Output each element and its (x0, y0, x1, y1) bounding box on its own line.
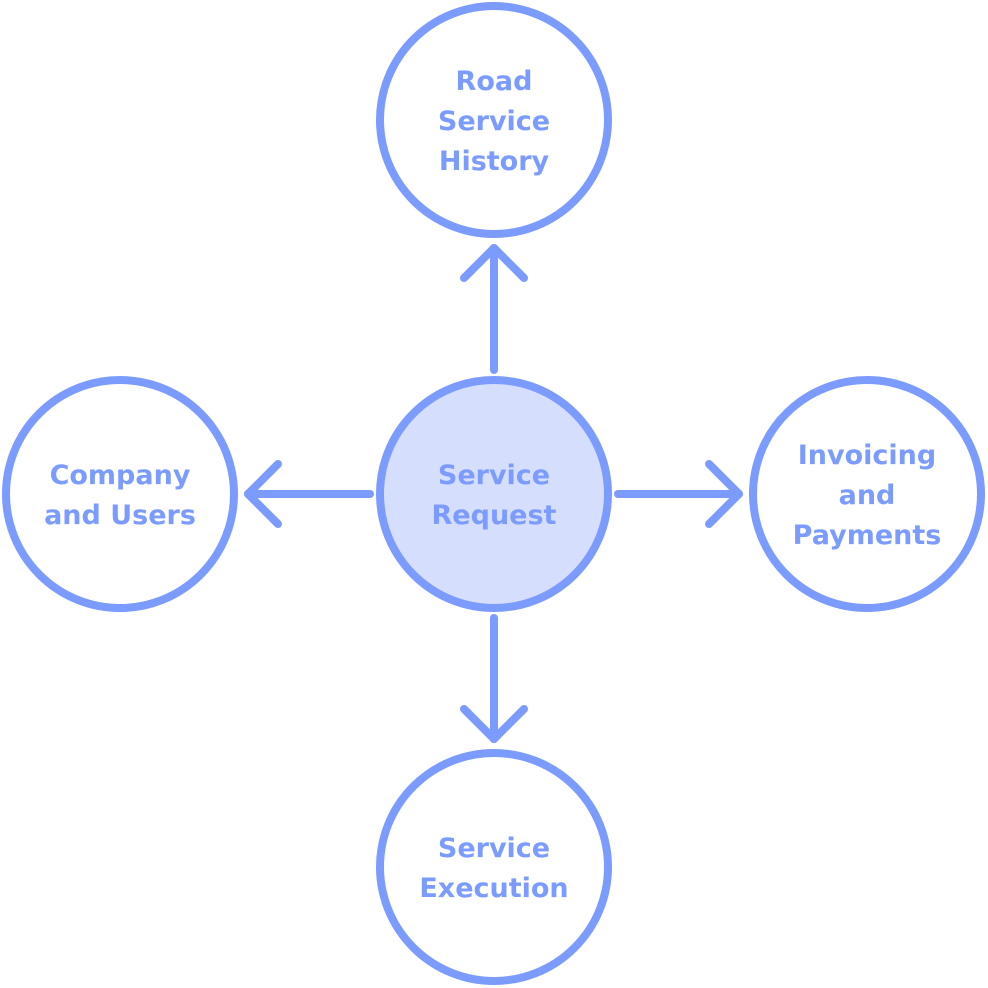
node-label-line: and Users (44, 500, 196, 531)
arrow-up (460, 244, 528, 374)
node-company-and-users: Company and Users (2, 376, 238, 612)
node-label-line: Service (438, 460, 550, 491)
node-label-line: and (839, 480, 896, 511)
arrow-right (614, 460, 743, 528)
node-label-line: Execution (419, 873, 568, 904)
node-circle (376, 749, 612, 985)
node-circle (376, 376, 612, 612)
arrow-head-icon (705, 460, 743, 528)
node-label-line: Company (50, 460, 191, 491)
arrow-head-icon (460, 705, 528, 743)
node-circle (749, 376, 985, 612)
node-label-line: Payments (793, 520, 942, 551)
node-label-line: Invoicing (798, 440, 936, 471)
node-label-line: Service (438, 106, 550, 137)
node-label-line: History (439, 146, 550, 177)
edges (244, 244, 743, 743)
node-circle (376, 2, 612, 238)
node-circle (2, 376, 238, 612)
node-label-line: Request (432, 500, 557, 531)
arrow-head-icon (460, 244, 528, 282)
arrow-down (460, 614, 528, 743)
arrow-head-icon (244, 460, 282, 528)
arrow-left (244, 460, 374, 528)
node-label-line: Service (438, 833, 550, 864)
node-label-line: Road (456, 66, 533, 97)
